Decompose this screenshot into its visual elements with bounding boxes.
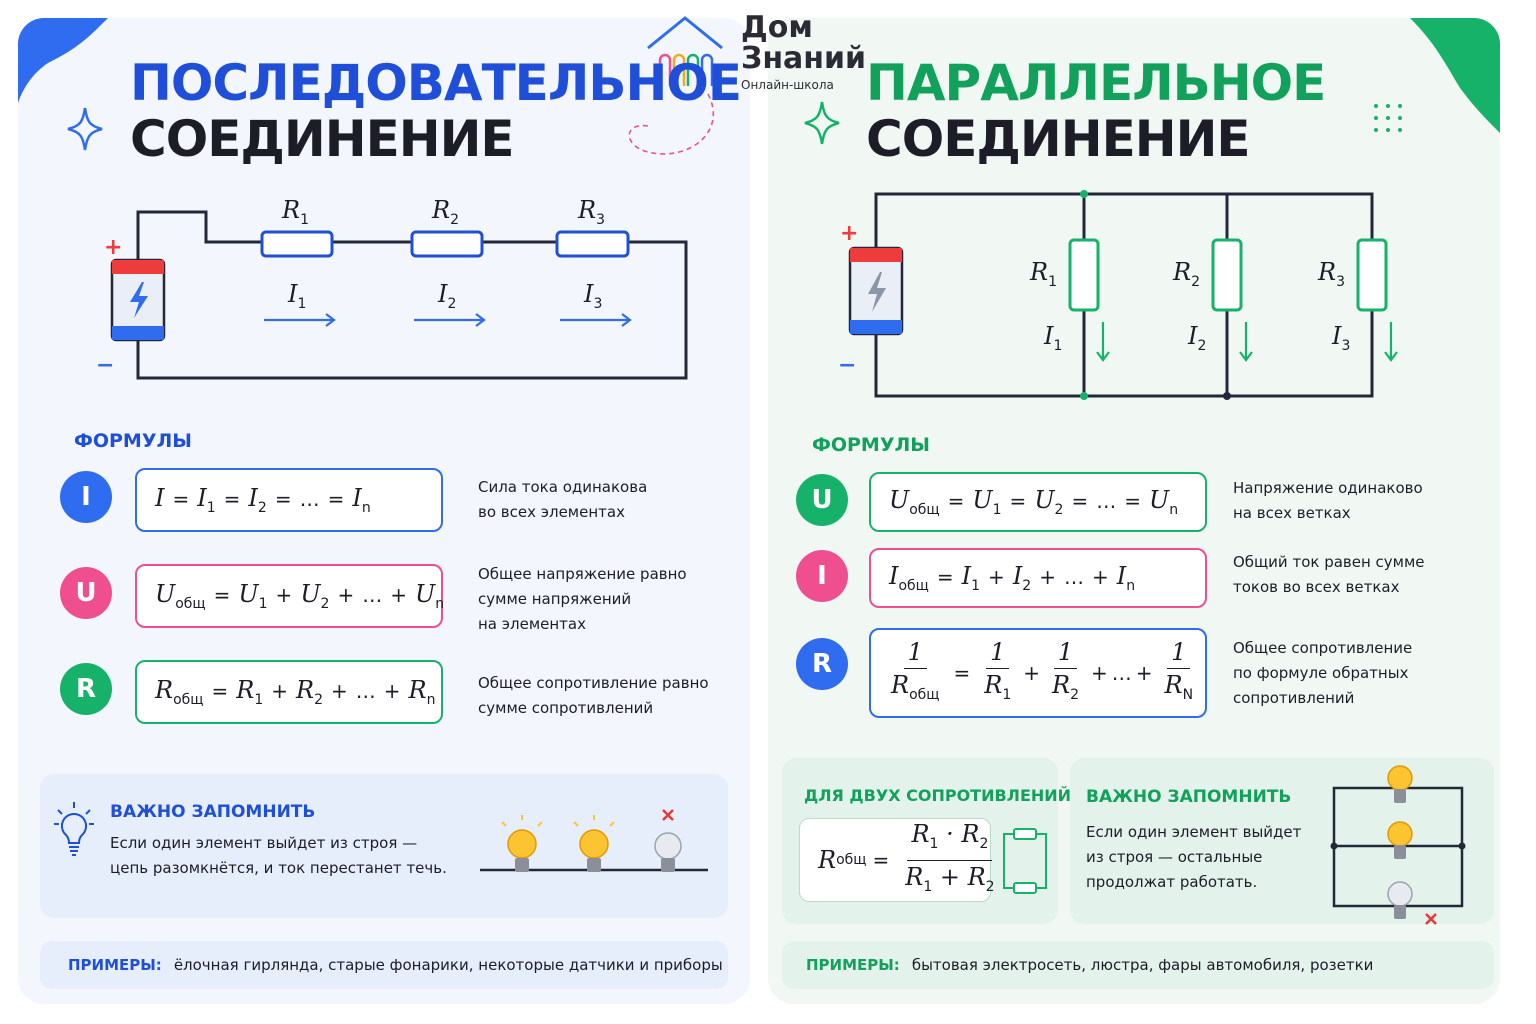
resistor-r3 [1356,238,1388,312]
parallel-title-top: ПАРАЛЛЕЛЬНОЕ [866,54,1326,112]
battery-icon [848,246,904,336]
corner-blob-decoration [1410,18,1500,133]
formula-box-voltage: Uобщ=U1=U2=…=Un [869,472,1207,532]
series-bulbs-illustration [480,809,708,872]
lit-bulb-icon [1387,821,1413,859]
current-label-i2: I2 [1187,322,1206,354]
current-arrow-icon [560,313,632,327]
corner-blob-decoration [18,18,108,103]
two-resistor-circuit-icon [1003,828,1047,894]
resistor-label-r3: R3 [1317,258,1345,290]
lightbulb-idea-icon [54,802,94,856]
series-important-note [40,774,728,918]
broken-bulb-icon [654,809,682,872]
current-arrow-icon [1239,322,1253,362]
minus-sign: − [838,353,856,378]
parallel-bulbs-illustration [1330,765,1466,925]
series-title-bottom: СОЕДИНЕНИЕ [130,110,515,168]
current-arrow-icon [414,313,486,327]
current-label-i3: I3 [583,280,602,312]
logo-subtitle: Онлайн-школа [741,78,834,92]
broken-bulb-icon [1387,881,1437,925]
current-arrow-icon [1384,322,1398,362]
lit-bulb-icon [573,815,615,872]
plus-sign: + [104,235,122,260]
parallel-title-bottom: СОЕДИНЕНИЕ [866,110,1251,168]
minus-sign: − [96,353,114,378]
formulas-heading: ФОРМУЛЫ [812,434,930,456]
examples-text: ёлочная гирлянда, старые фонарики, некот… [173,956,723,974]
formula-badge-current: I [60,471,112,523]
resistor-r2 [1211,238,1243,312]
dots-grid-decoration [1374,104,1402,132]
formula-badge-current: I [796,550,848,602]
resistor-r1 [1068,238,1100,312]
current-label-i1: I1 [287,280,306,312]
current-label-i3: I3 [1331,322,1350,354]
resistor-label-r3: R3 [577,196,605,228]
series-title-top: ПОСЛЕДОВАТЕЛЬНОЕ [130,54,742,112]
examples-label: ПРИМЕРЫ: [68,956,162,974]
parallel-examples: ПРИМЕРЫ: бытовая электросеть, люстра, фа… [782,941,1494,989]
battery-icon [110,258,166,342]
formula-badge-resistance: R [60,663,112,715]
resistor-r1 [260,230,334,258]
series-examples: ПРИМЕРЫ: ёлочная гирлянда, старые фонари… [40,941,728,989]
sparkle-icon [804,101,840,145]
resistor-label-r2: R2 [431,196,459,228]
formula-box-current: Iобщ=I1+I2+…+In [869,548,1207,608]
formulas-heading: ФОРМУЛЫ [74,430,192,452]
note-title: ВАЖНО ЗАПОМНИТЬ [1086,787,1292,807]
formula-box-current: I=I1=I2=…=In [135,468,443,532]
resistor-r3 [555,230,630,258]
note-title: ВАЖНО ЗАПОМНИТЬ [110,802,316,822]
parallel-important-note [1070,758,1494,924]
resistor-label-r1: R1 [281,196,309,228]
formula-badge-voltage: U [60,567,112,619]
resistor-label-r1: R1 [1029,258,1057,290]
current-label-i1: I1 [1043,322,1062,354]
lit-bulb-icon [1387,765,1413,803]
formula-box-voltage: Uобщ=U1+U2+…+Un [135,564,444,628]
plus-sign: + [840,221,858,246]
dashed-swirl-decoration [628,93,715,155]
formula-box-resistance: Rобщ=R1+R2+…+Rn [135,660,443,724]
examples-text: бытовая электросеть, люстра, фары автомо… [911,956,1374,974]
resistor-label-r2: R2 [1172,258,1200,290]
current-label-i2: I2 [437,280,456,312]
parallel-circuit-diagram: + − R1 R2 R3 I1 I2 I3 [838,190,1398,400]
current-arrow-icon [264,313,336,327]
logo-name: Дом Знаний [741,10,867,76]
examples-label: ПРИМЕРЫ: [806,956,900,974]
house-logo-icon [647,16,723,86]
formula-badge-voltage: U [796,474,848,526]
lit-bulb-icon [501,815,543,872]
formula-badge-resistance: R [796,638,848,690]
resistor-r2 [410,230,484,258]
current-arrow-icon [1096,322,1110,362]
note-text: Если один элемент выйдет из строя —цепь … [110,834,447,877]
two-resistors-title: ДЛЯ ДВУХ СОПРОТИВЛЕНИЙ [804,786,1072,805]
sparkle-icon [67,107,103,151]
series-circuit-diagram: + − R1 R2 R3 I1 I2 I3 [96,196,688,380]
